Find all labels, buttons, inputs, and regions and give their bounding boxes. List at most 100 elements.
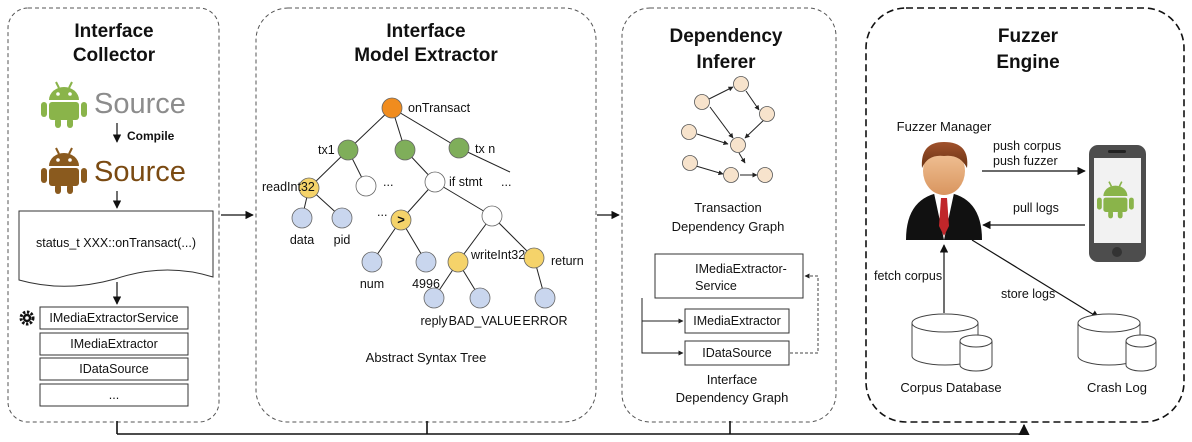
inferer-title-line2: Inferer xyxy=(696,52,756,73)
ast-node-blank2 xyxy=(481,205,503,227)
ast-label-read: readInt32 xyxy=(262,180,315,194)
ast-label-pid: pid xyxy=(334,233,351,247)
ast-node-data xyxy=(291,207,313,229)
fuzzer-manager-label: Fuzzer Manager xyxy=(897,119,992,134)
push-fuzzer-label: push fuzzer xyxy=(993,154,1058,168)
android-brown-icon xyxy=(41,147,87,194)
interface-box-1 xyxy=(39,306,189,330)
ast-node-error xyxy=(534,287,556,309)
ast-label-error: ERROR xyxy=(522,314,567,328)
panel-interface-collector xyxy=(7,7,220,423)
ast-node-blank1 xyxy=(355,175,377,197)
iface-graph-edges xyxy=(641,273,819,356)
ast-node-root xyxy=(381,97,403,119)
code-document xyxy=(18,210,214,287)
ast-node-gt xyxy=(390,209,412,231)
iface-node-extractor-label: IMediaExtractor xyxy=(693,314,781,328)
ast-label-return: return xyxy=(551,254,584,268)
tx-graph-caption-2: Dependency Graph xyxy=(672,219,785,234)
ast-label-data: data xyxy=(290,233,314,247)
store-logs-label: store logs xyxy=(1001,287,1055,301)
iface-node-extractor xyxy=(684,308,790,334)
interface-label-3: IDataSource xyxy=(79,362,149,376)
iface-graph-caption-2: Dependency Graph xyxy=(676,390,789,405)
interface-box-2 xyxy=(39,332,189,356)
ast-node-if xyxy=(424,171,446,193)
ast-label-root: onTransact xyxy=(408,101,471,115)
ast-label-reply: reply xyxy=(420,314,448,328)
ast-node-pid xyxy=(331,207,353,229)
ast-node-bad xyxy=(469,287,491,309)
phone-icon xyxy=(1089,145,1146,262)
ast-node-reply xyxy=(423,287,445,309)
collector-title-line2: Collector xyxy=(73,45,156,66)
extractor-title-line2: Model Extractor xyxy=(354,45,498,66)
collector-title-line1: Interface xyxy=(74,21,153,42)
ast-caption: Abstract Syntax Tree xyxy=(366,350,487,365)
tx-graph-node xyxy=(733,76,749,92)
ast-label-write: writeInt32 xyxy=(470,248,525,262)
interface-label-1: IMediaExtractorService xyxy=(49,311,178,325)
person-icon xyxy=(906,142,982,240)
ast-label-tx1: tx1 xyxy=(318,143,335,157)
ast-node-read xyxy=(298,177,320,199)
ast-node-4996 xyxy=(415,251,437,273)
tx-graph-node xyxy=(757,167,773,183)
ast-label-txn: tx n xyxy=(475,142,495,156)
ast-label-ellipsis3: ... xyxy=(377,205,387,219)
crash-log-label: Crash Log xyxy=(1087,380,1147,395)
iface-node-service-line1: IMediaExtractor- xyxy=(695,262,787,276)
ast-label-4996: 4996 xyxy=(412,277,440,291)
ast-node-return xyxy=(523,247,545,269)
transaction-graph-edges xyxy=(695,86,767,178)
panel-dependency-inferer xyxy=(621,7,837,423)
source-label-gray: Source xyxy=(94,88,186,120)
interface-box-3 xyxy=(39,357,189,381)
ast-node-num xyxy=(361,251,383,273)
ast-label-gt: > xyxy=(397,212,405,227)
ast-node-write xyxy=(447,251,469,273)
ast-label-num: num xyxy=(360,277,384,291)
fetch-corpus-label: fetch corpus xyxy=(874,269,942,283)
ast-label-ellipsis1: ... xyxy=(383,175,393,189)
panel-model-extractor xyxy=(255,7,597,423)
tx-graph-node xyxy=(694,94,710,110)
push-corpus-label: push corpus xyxy=(993,139,1061,153)
compile-label: Compile xyxy=(127,129,175,143)
gear-icon xyxy=(19,310,35,326)
inferer-title-line1: Dependency xyxy=(670,26,783,47)
code-line: status_t XXX::onTransact(...) xyxy=(36,236,196,250)
source-label-brown: Source xyxy=(94,156,186,188)
tx-graph-node xyxy=(681,124,697,140)
ast-label-bad: BAD_VALUE xyxy=(449,314,522,328)
bottom-connector xyxy=(116,421,1030,436)
fuzzer-title-line1: Fuzzer xyxy=(998,26,1059,47)
iface-node-service-line2: Service xyxy=(695,279,737,293)
database-icon xyxy=(1077,313,1157,372)
iface-graph-caption-1: Interface xyxy=(707,372,758,387)
iface-node-service xyxy=(654,253,804,299)
tx-graph-node xyxy=(730,137,746,153)
tx-graph-node xyxy=(759,106,775,122)
interface-label-2: IMediaExtractor xyxy=(70,337,158,351)
pull-logs-label: pull logs xyxy=(1013,201,1059,215)
ast-label-ellipsis2: ... xyxy=(501,175,511,189)
corpus-database-label: Corpus Database xyxy=(900,380,1001,395)
interface-label-4: ... xyxy=(109,388,119,402)
database-icon xyxy=(911,313,993,372)
ast-node-txn xyxy=(448,137,470,159)
interface-box-4 xyxy=(39,383,189,407)
panel-fuzzer-engine xyxy=(865,7,1185,423)
tx-graph-node xyxy=(682,155,698,171)
fuzzer-title-line2: Engine xyxy=(996,52,1059,73)
iface-node-datasource xyxy=(684,340,790,366)
extractor-title-line1: Interface xyxy=(386,21,465,42)
ast-node-tx-mid xyxy=(394,139,416,161)
ast-label-ifstmt: if stmt xyxy=(449,175,483,189)
iface-node-datasource-label: IDataSource xyxy=(702,346,772,360)
tx-graph-node xyxy=(723,167,739,183)
ast-node-tx1 xyxy=(337,139,359,161)
android-green-icon xyxy=(41,81,87,128)
tx-graph-caption-1: Transaction xyxy=(694,200,761,215)
